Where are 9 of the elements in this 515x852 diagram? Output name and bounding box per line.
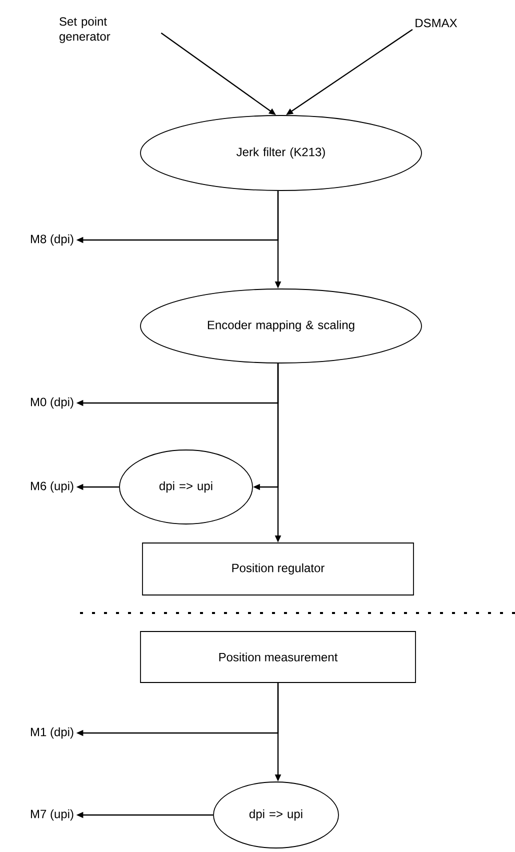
input-label: Set point generator [60, 16, 110, 44]
output-label: M8 (dpi) [30, 234, 74, 246]
output-label: M0 (dpi) [30, 397, 74, 409]
process-box: Position regulator [142, 542, 414, 596]
output-label: M7 (upi) [30, 809, 74, 821]
input-label: DSMAX [416, 18, 458, 28]
output-label: M1 (dpi) [30, 727, 74, 739]
process-box: Position measurement [140, 631, 416, 683]
output-label: M6 (upi) [30, 481, 74, 493]
